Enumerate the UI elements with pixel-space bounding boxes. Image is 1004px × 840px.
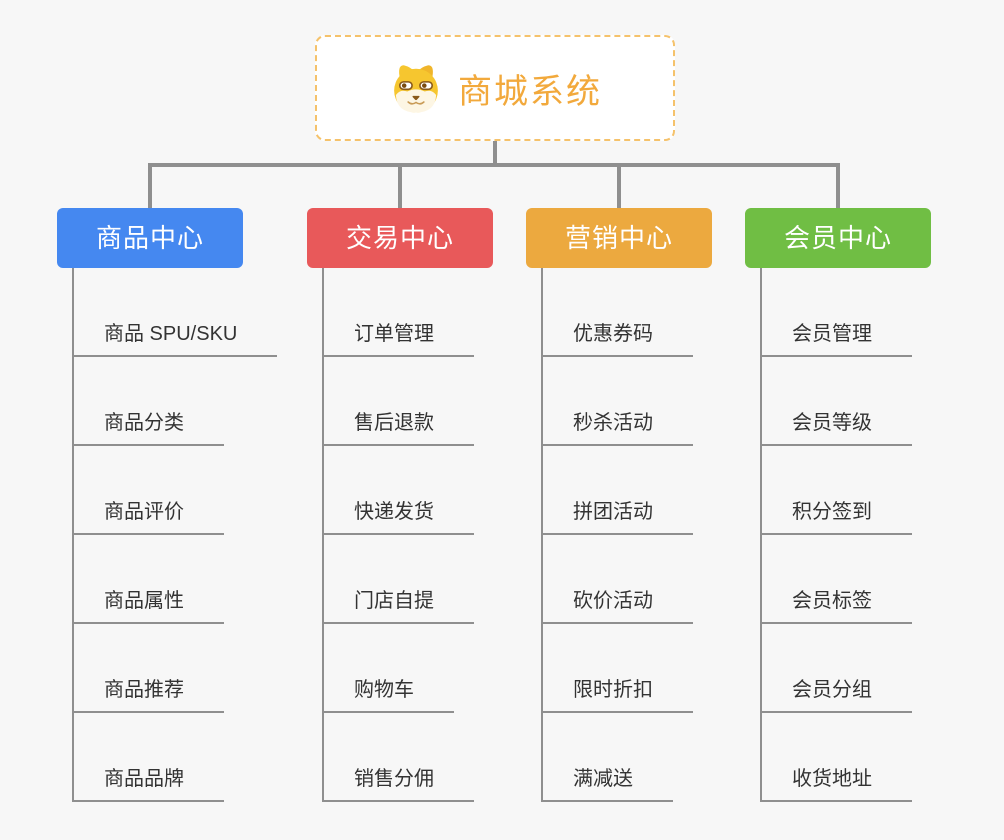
leaf-node[interactable]: 订单管理 xyxy=(322,268,642,357)
branch-spine xyxy=(322,268,324,802)
connector-drop-branch-2 xyxy=(398,167,402,208)
leaf-label: 砍价活动 xyxy=(541,584,693,624)
leaf-node[interactable]: 快递发货 xyxy=(322,446,642,535)
leaf-label: 订单管理 xyxy=(322,317,474,357)
leaf-node[interactable]: 商品属性 xyxy=(72,535,392,624)
leaf-label: 拼团活动 xyxy=(541,495,693,535)
leaf-label: 商品分类 xyxy=(72,406,224,446)
leaf-label: 收货地址 xyxy=(760,762,912,802)
branch-spine xyxy=(72,268,74,802)
leaf-label: 购物车 xyxy=(322,673,454,713)
branch-items: 商品 SPU/SKU 商品分类 商品评价 商品属性 商品推荐 商品品牌 xyxy=(72,268,392,802)
branch-header-product-center[interactable]: 商品中心 xyxy=(57,208,243,268)
connector-drop-branch-3 xyxy=(617,167,621,208)
leaf-label: 会员标签 xyxy=(760,584,912,624)
branch-column-trade: 交易中心 订单管理 售后退款 快递发货 门店自提 购物车 销售分佣 xyxy=(307,208,493,802)
leaf-label: 秒杀活动 xyxy=(541,406,693,446)
leaf-node[interactable]: 会员分组 xyxy=(760,624,1004,713)
leaf-node[interactable]: 售后退款 xyxy=(322,357,642,446)
leaf-node[interactable]: 收货地址 xyxy=(760,713,1004,802)
branch-spine xyxy=(760,268,762,802)
leaf-label: 商品评价 xyxy=(72,495,224,535)
connector-drop-branch-4 xyxy=(836,167,840,208)
leaf-node[interactable]: 秒杀活动 xyxy=(541,357,861,446)
leaf-label: 门店自提 xyxy=(322,584,474,624)
leaf-node[interactable]: 商品推荐 xyxy=(72,624,392,713)
connector-root-stem xyxy=(493,141,497,167)
leaf-node[interactable]: 购物车 xyxy=(322,624,642,713)
leaf-label: 商品属性 xyxy=(72,584,224,624)
leaf-node[interactable]: 门店自提 xyxy=(322,535,642,624)
branch-column-marketing: 营销中心 优惠券码 秒杀活动 拼团活动 砍价活动 限时折扣 满减送 xyxy=(526,208,712,802)
leaf-label: 限时折扣 xyxy=(541,673,693,713)
leaf-node[interactable]: 积分签到 xyxy=(760,446,1004,535)
leaf-node[interactable]: 砍价活动 xyxy=(541,535,861,624)
branch-header-marketing-center[interactable]: 营销中心 xyxy=(526,208,712,268)
branch-items: 订单管理 售后退款 快递发货 门店自提 购物车 销售分佣 xyxy=(322,268,642,802)
leaf-label: 会员管理 xyxy=(760,317,912,357)
leaf-label: 商品品牌 xyxy=(72,762,224,802)
leaf-node[interactable]: 商品评价 xyxy=(72,446,392,535)
leaf-label: 商品 SPU/SKU xyxy=(72,317,278,357)
leaf-label: 商品推荐 xyxy=(72,673,224,713)
leaf-node[interactable]: 销售分佣 xyxy=(322,713,642,802)
leaf-node[interactable]: 会员管理 xyxy=(760,268,1004,357)
leaf-node[interactable]: 限时折扣 xyxy=(541,624,861,713)
leaf-node[interactable]: 满减送 xyxy=(541,713,861,802)
root-title: 商城系统 xyxy=(458,72,602,111)
leaf-node[interactable]: 商品品牌 xyxy=(72,713,392,802)
branch-column-member: 会员中心 会员管理 会员等级 积分签到 会员标签 会员分组 收货地址 xyxy=(745,208,931,802)
leaf-label: 优惠券码 xyxy=(541,317,693,357)
leaf-node[interactable]: 商品分类 xyxy=(72,357,392,446)
leaf-label: 满减送 xyxy=(541,762,673,802)
branch-items: 优惠券码 秒杀活动 拼团活动 砍价活动 限时折扣 满减送 xyxy=(541,268,861,802)
leaf-node[interactable]: 会员标签 xyxy=(760,535,1004,624)
leaf-label: 售后退款 xyxy=(322,406,474,446)
connector-drop-branch-1 xyxy=(148,167,152,208)
leaf-label: 销售分佣 xyxy=(322,762,474,802)
leaf-label: 会员等级 xyxy=(760,406,912,446)
branch-header-trade-center[interactable]: 交易中心 xyxy=(307,208,493,268)
branch-items: 会员管理 会员等级 积分签到 会员标签 会员分组 收货地址 xyxy=(760,268,1004,802)
leaf-label: 会员分组 xyxy=(760,673,912,713)
leaf-node[interactable]: 拼团活动 xyxy=(541,446,861,535)
leaf-node[interactable]: 会员等级 xyxy=(760,357,1004,446)
leaf-label: 快递发货 xyxy=(322,495,474,535)
dog-face-icon xyxy=(394,65,438,113)
connector-horizontal-bar xyxy=(148,163,840,167)
leaf-node[interactable]: 商品 SPU/SKU xyxy=(72,268,392,357)
leaf-label: 积分签到 xyxy=(760,495,912,535)
leaf-node[interactable]: 优惠券码 xyxy=(541,268,861,357)
root-node[interactable]: 商城系统 xyxy=(315,35,675,141)
branch-spine xyxy=(541,268,543,802)
branch-header-member-center[interactable]: 会员中心 xyxy=(745,208,931,268)
branch-column-product: 商品中心 商品 SPU/SKU 商品分类 商品评价 商品属性 商品推荐 商品品牌 xyxy=(57,208,278,802)
